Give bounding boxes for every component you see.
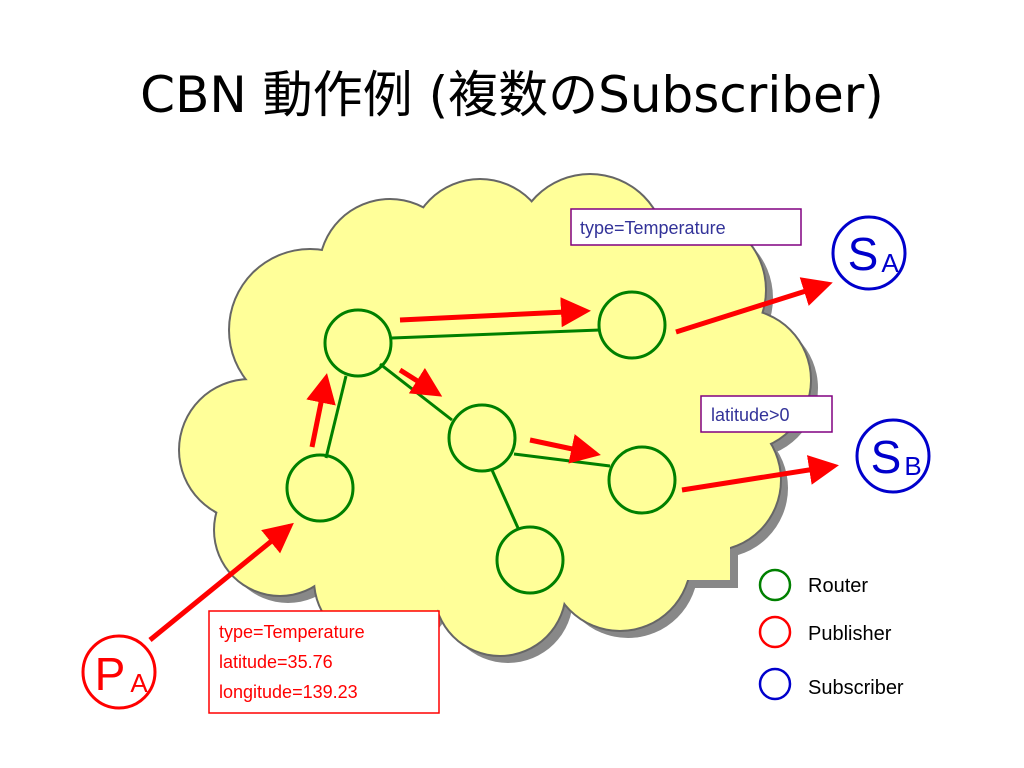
- subscriber-legend-icon: [758, 667, 792, 701]
- arrow-r5-to-sb: [681, 455, 839, 493]
- publisher-a-letter: P: [95, 648, 126, 700]
- router-legend-icon: [758, 568, 792, 602]
- filter-box-b: latitude>0: [700, 395, 833, 433]
- router-node: [323, 308, 393, 378]
- link-r1-r3: [391, 328, 601, 340]
- link-r4-r5: [513, 452, 611, 468]
- arrow-r1-to-r4: [398, 367, 443, 397]
- arrow-r1-to-r3: [399, 297, 591, 328]
- arrow-r3-to-sa: [675, 277, 833, 335]
- legend-router-label: Router: [808, 575, 868, 597]
- filter-box-a: type=Temperature: [570, 208, 802, 246]
- link-r4-r6: [490, 469, 520, 529]
- legend-publisher-label: Publisher: [808, 623, 892, 645]
- arrow-r2-to-r1: [306, 373, 336, 448]
- router-node: [597, 290, 667, 360]
- filter-b-text: latitude>0: [711, 405, 790, 425]
- subscriber-b-letter: S: [871, 431, 902, 483]
- routers: [285, 290, 677, 595]
- router-node: [495, 525, 565, 595]
- event-box: type=Temperature latitude=35.76 longitud…: [208, 610, 440, 714]
- arrow-pa-to-r2: [148, 522, 294, 642]
- slide-title: CBN 動作例 (複数のSubscriber): [140, 66, 884, 124]
- event-line: longitude=139.23: [219, 682, 358, 702]
- router-node: [607, 445, 677, 515]
- event-line: type=Temperature: [219, 622, 365, 642]
- legend: Router Publisher Subscriber: [758, 568, 904, 701]
- arrow-r4-to-r5: [529, 434, 601, 464]
- publisher-legend-icon: [758, 615, 792, 649]
- publisher-a: P A: [81, 634, 157, 710]
- event-line: latitude=35.76: [219, 652, 333, 672]
- link-r2-r1: [324, 375, 348, 459]
- event-arrows: [148, 277, 839, 642]
- router-node: [285, 453, 355, 523]
- subscriber-a: S A: [831, 215, 907, 291]
- network-cloud: [180, 175, 810, 655]
- subscriber-b-subscript: B: [904, 451, 921, 481]
- filter-a-text: type=Temperature: [580, 218, 726, 238]
- router-node: [447, 403, 517, 473]
- legend-subscriber-label: Subscriber: [808, 677, 904, 699]
- subscriber-a-subscript: A: [881, 248, 899, 278]
- publisher-a-subscript: A: [130, 668, 148, 698]
- subscriber-a-letter: S: [848, 228, 879, 280]
- subscriber-b: S B: [855, 418, 931, 494]
